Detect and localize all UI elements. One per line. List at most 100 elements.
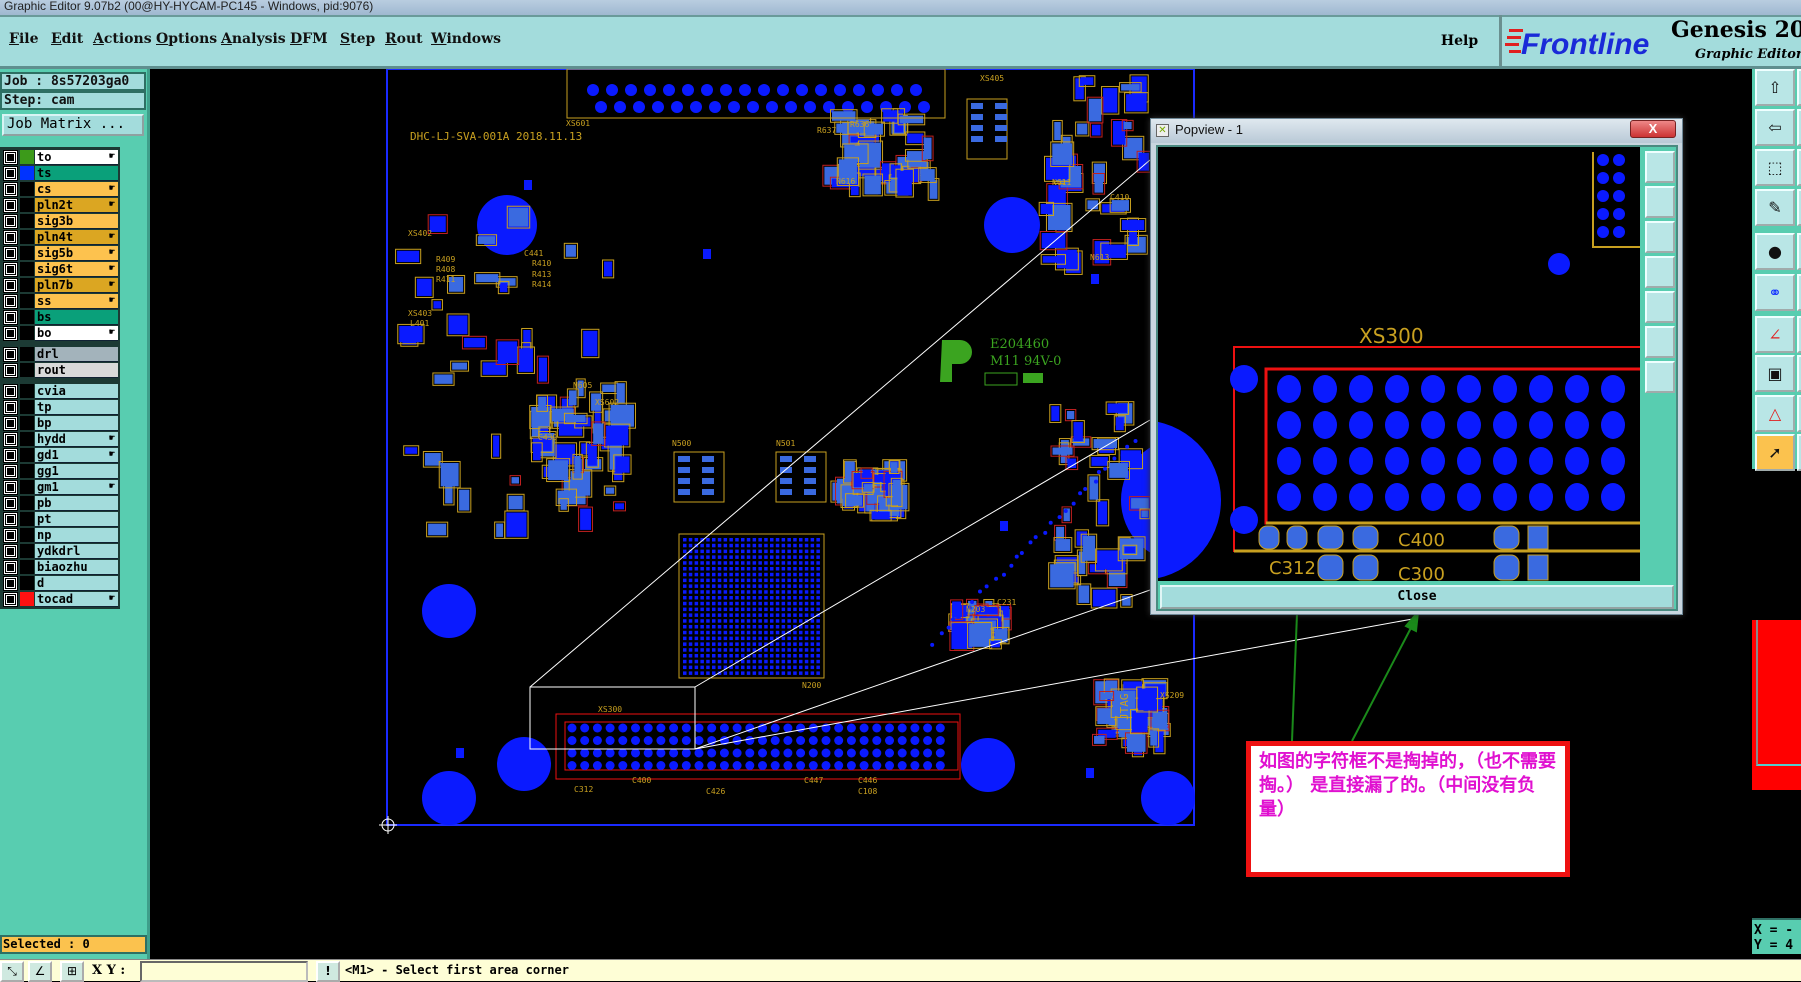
layer-color-swatch[interactable] xyxy=(20,400,34,414)
layer-name[interactable]: ss☛ xyxy=(35,293,118,309)
layer-name[interactable]: gg1 xyxy=(35,463,118,479)
layer-checkbox[interactable] xyxy=(3,261,18,277)
layer-color-swatch[interactable] xyxy=(20,432,34,446)
grid-icon[interactable]: ⊞ xyxy=(60,961,84,982)
layer-name[interactable]: bs xyxy=(35,309,118,325)
layer-checkbox[interactable] xyxy=(3,309,18,325)
layer-color-swatch[interactable] xyxy=(20,214,34,228)
layer-checkbox[interactable] xyxy=(3,245,18,261)
layer-name[interactable]: ts xyxy=(35,165,118,181)
pointer-button[interactable]: ➚ xyxy=(1755,434,1795,471)
popview-close-button[interactable]: Close xyxy=(1160,585,1674,609)
layer-name[interactable]: drl xyxy=(35,346,118,362)
layer-checkbox[interactable] xyxy=(3,197,18,213)
layer-color-swatch[interactable] xyxy=(20,416,34,430)
layer-row-np[interactable]: np xyxy=(2,527,118,543)
toolbar-button[interactable] xyxy=(1797,316,1801,353)
layer-color-swatch[interactable] xyxy=(20,262,34,276)
layer-checkbox[interactable] xyxy=(3,479,18,495)
layer-checkbox[interactable] xyxy=(3,293,18,309)
layer-row-cs[interactable]: cs☛ xyxy=(2,181,118,197)
layer-name[interactable]: pln7b☛ xyxy=(35,277,118,293)
layer-row-pln7b[interactable]: pln7b☛ xyxy=(2,277,118,293)
import-button[interactable]: ⇦ xyxy=(1755,109,1795,146)
layer-checkbox[interactable] xyxy=(3,447,18,463)
layer-checkbox[interactable] xyxy=(3,346,18,362)
layer-row-d[interactable]: d xyxy=(2,575,118,591)
popview-zoom-window-button[interactable] xyxy=(1645,151,1675,183)
layer-row-cvia[interactable]: cvia xyxy=(2,383,118,399)
layer-checkbox[interactable] xyxy=(3,415,18,431)
toolbar-button[interactable] xyxy=(1797,189,1801,226)
menu-dfm[interactable]: DFM xyxy=(290,31,328,47)
layer-checkbox[interactable] xyxy=(3,431,18,447)
toolbar-button[interactable] xyxy=(1797,395,1801,432)
feature-button[interactable]: ▣ xyxy=(1755,355,1795,392)
layer-checkbox[interactable] xyxy=(3,325,18,341)
layer-color-swatch[interactable] xyxy=(20,182,34,196)
layer-color-swatch[interactable] xyxy=(20,528,34,542)
layer-name[interactable]: biaozhu xyxy=(35,559,118,575)
layer-name[interactable]: sig3b xyxy=(35,213,118,229)
layer-row-bo[interactable]: bo☛ xyxy=(2,325,118,341)
layer-name[interactable]: rout xyxy=(35,362,118,378)
snap-button[interactable]: ● xyxy=(1755,233,1795,270)
layer-row-to[interactable]: to☛ xyxy=(2,149,118,165)
layer-row-gg1[interactable]: gg1 xyxy=(2,463,118,479)
layer-row-ydkdrl[interactable]: ydkdrl xyxy=(2,543,118,559)
layer-name[interactable]: gd1☛ xyxy=(35,447,118,463)
toolbar-button[interactable] xyxy=(1797,233,1801,270)
layer-row-pt[interactable]: pt xyxy=(2,511,118,527)
layer-row-biaozhu[interactable]: biaozhu xyxy=(2,559,118,575)
layer-color-swatch[interactable] xyxy=(20,560,34,574)
measure-button[interactable]: ∠ xyxy=(1755,316,1795,353)
layer-row-pln2t[interactable]: pln2t☛ xyxy=(2,197,118,213)
menu-edit[interactable]: Edit xyxy=(51,31,84,47)
drc-button[interactable]: △ xyxy=(1755,395,1795,432)
layer-checkbox[interactable] xyxy=(3,591,18,607)
layer-row-sig5b[interactable]: sig5b☛ xyxy=(2,245,118,261)
layer-color-swatch[interactable] xyxy=(20,464,34,478)
layer-name[interactable]: bo☛ xyxy=(35,325,118,341)
layer-checkbox[interactable] xyxy=(3,277,18,293)
toolbar-button[interactable] xyxy=(1797,434,1801,471)
layer-color-swatch[interactable] xyxy=(20,347,34,361)
tools-button[interactable]: ✎ xyxy=(1755,189,1795,226)
menu-analysis[interactable]: Analysis xyxy=(221,31,286,47)
layer-name[interactable]: sig6t☛ xyxy=(35,261,118,277)
layer-row-sig3b[interactable]: sig3b xyxy=(2,213,118,229)
measure-icon[interactable]: ∠ xyxy=(28,961,52,982)
layer-name[interactable]: cs☛ xyxy=(35,181,118,197)
layer-checkbox[interactable] xyxy=(3,229,18,245)
zoom-fit-icon[interactable]: ⤡ xyxy=(0,961,24,982)
popview-pan-right-button[interactable] xyxy=(1645,291,1675,323)
popview-zoom-in-button[interactable] xyxy=(1645,326,1675,358)
layer-row-tp[interactable]: tp xyxy=(2,399,118,415)
layer-color-swatch[interactable] xyxy=(20,576,34,590)
layer-checkbox[interactable] xyxy=(3,383,18,399)
layer-color-swatch[interactable] xyxy=(20,544,34,558)
layer-color-swatch[interactable] xyxy=(20,230,34,244)
layer-name[interactable]: tocad☛ xyxy=(35,591,118,607)
menu-step[interactable]: Step xyxy=(340,31,376,47)
layer-color-swatch[interactable] xyxy=(20,166,34,180)
layer-name[interactable]: d xyxy=(35,575,118,591)
layer-color-swatch[interactable] xyxy=(20,512,34,526)
window-close-button[interactable]: X xyxy=(1630,120,1676,138)
layer-checkbox[interactable] xyxy=(3,511,18,527)
popview-zoom-out-button[interactable] xyxy=(1645,361,1675,393)
layer-row-pb[interactable]: pb xyxy=(2,495,118,511)
layer-row-pln4t[interactable]: pln4t☛ xyxy=(2,229,118,245)
layer-row-drl[interactable]: drl xyxy=(2,346,118,362)
layer-color-swatch[interactable] xyxy=(20,150,34,164)
layer-checkbox[interactable] xyxy=(3,181,18,197)
alert-button[interactable]: ! xyxy=(316,961,340,982)
layer-row-ss[interactable]: ss☛ xyxy=(2,293,118,309)
menu-rout[interactable]: Rout xyxy=(385,31,423,47)
xy-input[interactable] xyxy=(140,961,308,982)
net-button[interactable]: ⚭ xyxy=(1755,274,1795,311)
layer-checkbox[interactable] xyxy=(3,575,18,591)
layer-checkbox[interactable] xyxy=(3,362,18,378)
layer-row-sig6t[interactable]: sig6t☛ xyxy=(2,261,118,277)
menu-help[interactable]: Help xyxy=(1420,15,1502,66)
